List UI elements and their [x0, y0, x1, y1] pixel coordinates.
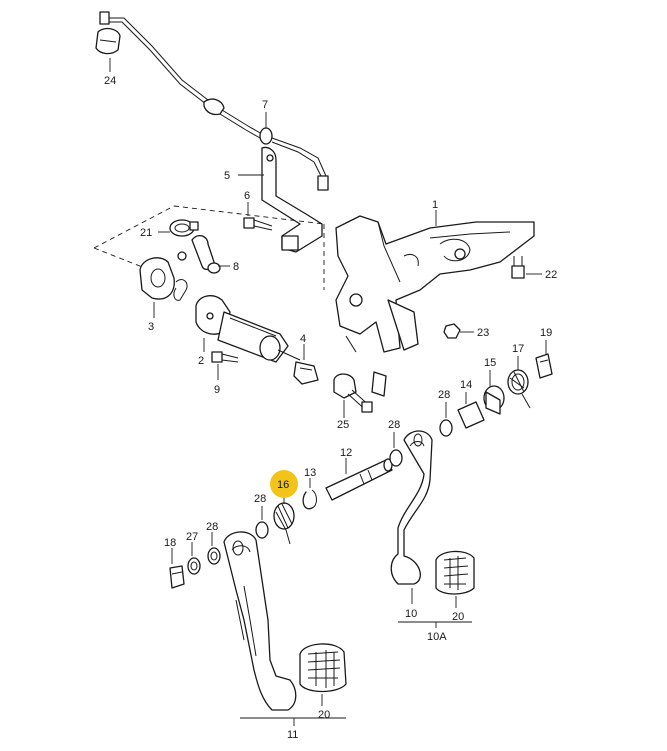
part-4-clutch-switch: [293, 361, 319, 385]
part-3-flange-plate: [139, 251, 188, 301]
part-21-hose-clamp: [169, 219, 199, 237]
label-28-top: 28: [438, 389, 450, 401]
part-28-bush-mid: [389, 449, 403, 467]
label-28-left: 28: [206, 521, 218, 533]
label-27: 27: [186, 531, 198, 543]
label-2: 2: [198, 355, 204, 367]
part-20-clutch-pad: [299, 643, 347, 693]
label-23: 23: [477, 327, 489, 339]
part-12-shaft: [325, 458, 393, 501]
part-7-clutch-line: [203, 98, 329, 191]
part-8-hose: [191, 234, 221, 274]
label-8: 8: [233, 261, 239, 273]
part-18-clip: [169, 565, 185, 589]
label-16: 16: [277, 479, 289, 491]
part-11-clutch-pedal: [223, 531, 297, 711]
part-23-nut: [443, 323, 461, 339]
label-17: 17: [512, 343, 524, 355]
label-25: 25: [337, 419, 349, 431]
label-15: 15: [484, 357, 496, 369]
label-21: 21: [140, 227, 152, 239]
label-10a: 10A: [427, 631, 447, 643]
label-20-brake: 20: [452, 611, 464, 623]
part-6-bolt: [243, 217, 273, 231]
label-7: 7: [262, 99, 268, 111]
group-dash-lines: [93, 205, 325, 290]
leader-11: [240, 717, 346, 726]
part-1-pedal-bracket: [335, 215, 535, 397]
leader-10a: [398, 621, 472, 628]
part-9-bolt: [211, 351, 239, 363]
part-16-spring: [273, 502, 295, 545]
label-22: 22: [545, 269, 557, 281]
label-24: 24: [104, 75, 116, 87]
label-28-low: 28: [254, 493, 266, 505]
part-13-circlip: [302, 489, 317, 510]
label-11: 11: [287, 729, 298, 741]
label-9: 9: [214, 384, 220, 396]
label-20-clutch: 20: [318, 709, 330, 721]
label-1: 1: [432, 199, 438, 211]
part-19-clip: [535, 353, 553, 379]
part-20-brake-pad: [435, 550, 475, 595]
part-5-bracket: [261, 146, 323, 253]
part-2-master-cylinder: [195, 295, 301, 363]
label-3: 3: [148, 321, 154, 333]
label-28-mid: 28: [388, 419, 400, 431]
label-5: 5: [224, 170, 230, 182]
part-22-bolt: [511, 256, 525, 279]
part-28-washer-left: [207, 547, 221, 565]
label-6: 6: [244, 190, 250, 202]
label-4: 4: [300, 333, 306, 345]
label-19: 19: [540, 327, 552, 339]
label-18: 18: [164, 537, 176, 549]
part-14-sleeve: [457, 401, 485, 429]
part-17-return-spring: [507, 369, 531, 409]
part-15-bushing: [483, 385, 505, 415]
callout-16-highlight: [270, 470, 298, 498]
part-10-brake-pedal: [390, 430, 433, 585]
part-28-bush-low: [255, 521, 269, 539]
label-12: 12: [340, 447, 352, 459]
part-28-bush-top: [439, 419, 453, 437]
label-14: 14: [460, 379, 472, 391]
part-27-washer: [187, 557, 201, 575]
label-13: 13: [304, 467, 316, 479]
part-25-stop: [333, 373, 373, 413]
part-24-line-fitting: [95, 11, 209, 105]
label-10: 10: [405, 608, 417, 620]
